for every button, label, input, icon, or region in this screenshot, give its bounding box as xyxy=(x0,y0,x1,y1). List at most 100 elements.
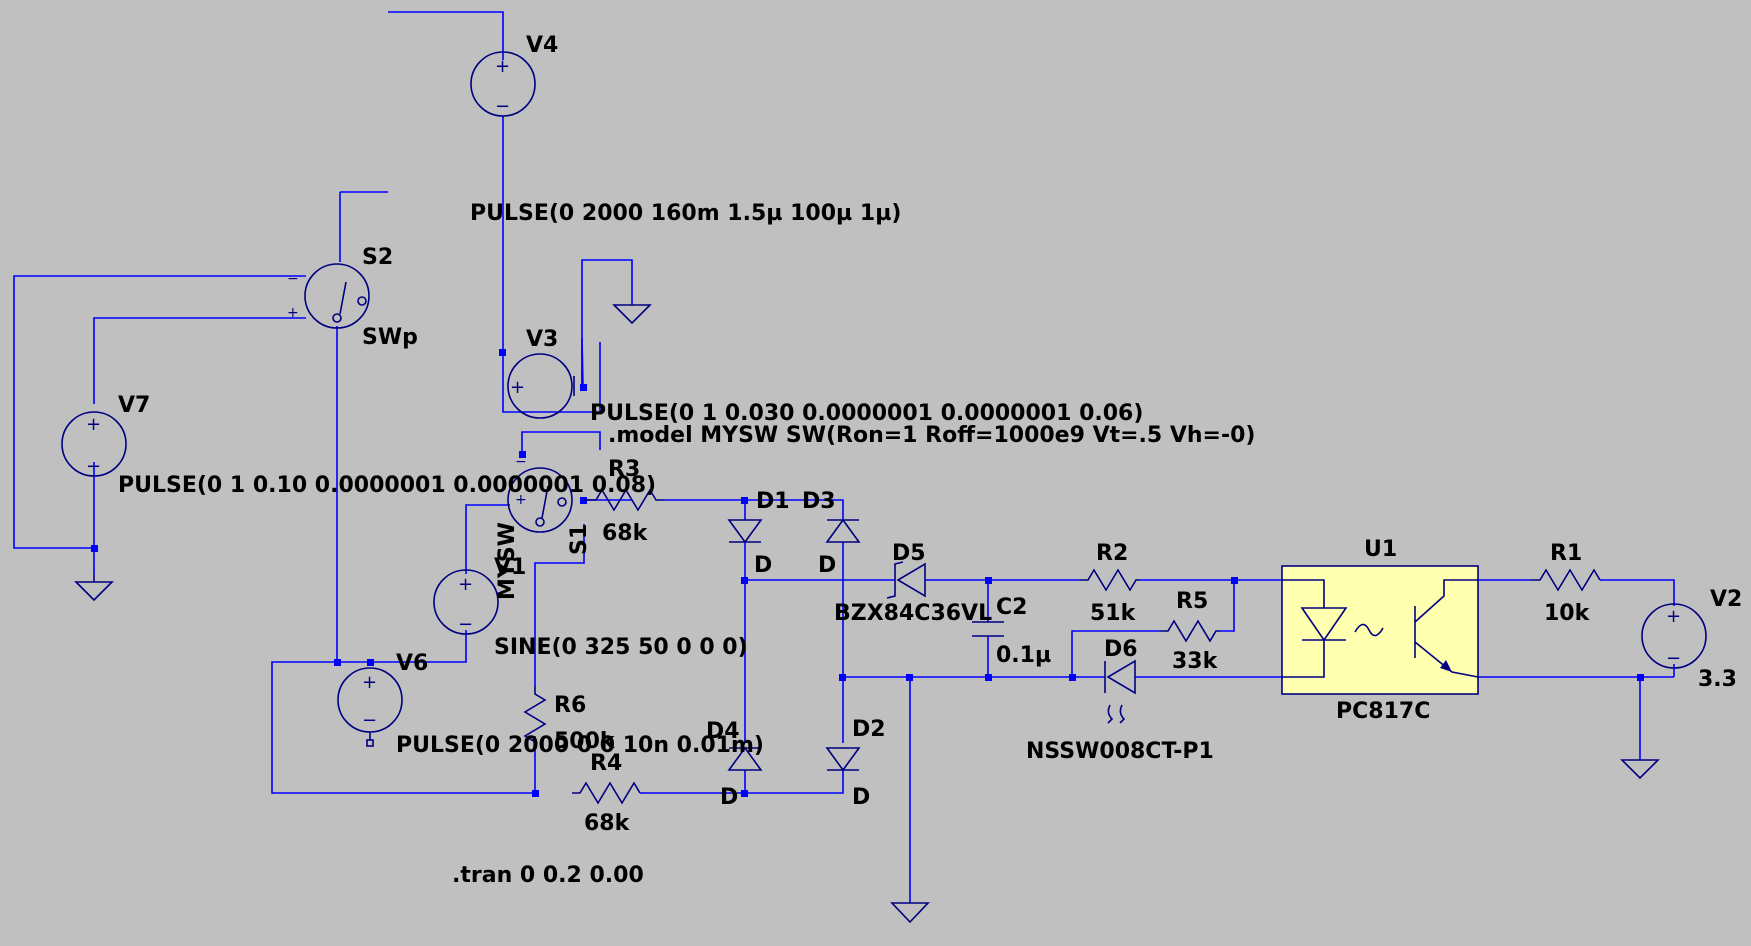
label-s1-ref: S1 xyxy=(567,524,592,555)
label-r3-value: 68k xyxy=(602,521,649,546)
optocoupler-u1[interactable] xyxy=(1281,565,1479,695)
light-emission-icon xyxy=(1107,704,1126,724)
voltage-source-v2[interactable]: + − xyxy=(1641,603,1707,669)
label-d1-value: D xyxy=(754,553,772,578)
resistor-r1[interactable] xyxy=(1530,568,1601,592)
plus-mark: + xyxy=(362,672,377,693)
wire xyxy=(521,431,601,454)
label-v3-value: PULSE(0 1 0.030 0.0000001 0.0000001 0.06… xyxy=(590,401,1143,426)
label-v6-value: PULSE(0 2000 0 0 10n 0.01m) xyxy=(396,733,764,758)
plus-mark: + xyxy=(510,377,525,398)
label-d6-ref: D6 xyxy=(1104,637,1138,662)
diode-d4[interactable] xyxy=(727,746,763,771)
wire xyxy=(465,504,510,574)
label-d2-value: D xyxy=(852,785,870,810)
minus-mark: − xyxy=(86,456,101,477)
plus-mark: + xyxy=(1666,606,1681,627)
label-r2-ref: R2 xyxy=(1096,541,1128,566)
plus-mark: + xyxy=(515,492,527,508)
label-c2-ref: C2 xyxy=(996,595,1027,620)
label-d4-value: D xyxy=(720,785,738,810)
zener-diode-d5[interactable] xyxy=(886,561,926,599)
label-r2-value: 51k xyxy=(1090,601,1137,626)
label-r6-value: 500k xyxy=(554,729,616,754)
label-r4-ref: R4 xyxy=(590,751,622,776)
wire xyxy=(744,770,844,794)
diode-d3[interactable] xyxy=(825,518,861,543)
label-r5-value: 33k xyxy=(1172,649,1219,674)
voltage-source-v4[interactable]: + − xyxy=(470,51,536,117)
wires xyxy=(13,11,1675,903)
label-v6-ref: V6 xyxy=(396,651,428,676)
wire xyxy=(1600,579,1675,606)
plus-mark: + xyxy=(86,414,101,435)
wire xyxy=(534,524,585,686)
label-v4-value: PULSE(0 2000 160m 1.5µ 100µ 1µ) xyxy=(470,201,901,226)
label-v2-ref: V2 xyxy=(1710,587,1742,612)
wire xyxy=(1071,630,1160,677)
label-s2-value: SWp xyxy=(362,325,418,350)
wire xyxy=(664,499,746,520)
label-d2-ref: D2 xyxy=(852,717,886,742)
label-s1-value: MYSW xyxy=(495,522,520,600)
label-r3-ref: R3 xyxy=(608,457,640,482)
ground-symbol xyxy=(612,304,652,325)
label-s2-ref: S2 xyxy=(362,245,393,270)
label-d1-ref: D1 xyxy=(756,489,790,514)
label-r5-ref: R5 xyxy=(1176,589,1208,614)
resistor-r3[interactable] xyxy=(584,488,664,512)
led-d6[interactable] xyxy=(1104,659,1136,724)
label-v2-value: 3.3 xyxy=(1698,667,1737,692)
wire xyxy=(502,342,601,413)
label-v7-ref: V7 xyxy=(118,393,150,418)
ground-symbol xyxy=(1620,759,1660,780)
label-d4-ref: D4 xyxy=(706,719,740,744)
label-r6-ref: R6 xyxy=(554,693,586,718)
minus-mark: − xyxy=(362,710,377,731)
label-c2-value: 0.1µ xyxy=(996,643,1051,668)
label-v3-ref: V3 xyxy=(526,327,558,352)
switch-s2[interactable]: − + xyxy=(287,263,370,329)
label-v1-ref: V1 xyxy=(494,555,526,580)
wire xyxy=(388,11,504,60)
minus-mark: − xyxy=(495,96,510,117)
wire xyxy=(93,317,306,404)
label-v1-value: SINE(0 325 50 0 0 0) xyxy=(494,635,748,660)
voltage-source-v1[interactable]: + − xyxy=(433,569,499,635)
plus-mark: + xyxy=(458,574,473,595)
wire xyxy=(1220,580,1235,632)
label-r1-ref: R1 xyxy=(1550,541,1582,566)
resistor-r5[interactable] xyxy=(1160,619,1220,643)
label-d5-value: BZX84C36VL xyxy=(834,601,992,626)
wire xyxy=(271,630,535,794)
capacitor-c2[interactable] xyxy=(972,621,1004,637)
wire xyxy=(13,275,306,549)
label-u1-ref: U1 xyxy=(1364,537,1397,562)
minus-mark: − xyxy=(458,614,473,635)
label-u1-value: PC817C xyxy=(1336,699,1430,724)
diode-d1[interactable] xyxy=(727,519,763,544)
plus-mark: + xyxy=(495,56,510,77)
model-directive: .model MYSW SW(Ron=1 Roff=1000e9 Vt=.5 V… xyxy=(608,423,1256,448)
voltage-source-v3[interactable]: + xyxy=(507,353,575,419)
voltage-source-v7[interactable]: + − xyxy=(61,411,127,477)
wire xyxy=(581,259,633,388)
diode-d2[interactable] xyxy=(825,747,861,772)
resistor-r6[interactable] xyxy=(523,686,547,750)
switch-s1[interactable]: − + xyxy=(507,454,573,533)
label-v4-ref: V4 xyxy=(526,33,558,58)
label-d3-value: D xyxy=(818,553,836,578)
plus-mark: + xyxy=(287,305,299,321)
tran-directive: .tran 0 0.2 0.00 xyxy=(452,863,644,888)
wire xyxy=(745,499,844,520)
minus-mark: − xyxy=(515,454,527,470)
junction-dots xyxy=(91,349,1644,797)
voltage-source-v6[interactable]: + − xyxy=(337,667,403,747)
opto-coupling-icon xyxy=(1354,623,1384,637)
resistor-r4[interactable] xyxy=(572,781,641,805)
label-r1-value: 10k xyxy=(1544,601,1591,626)
resistor-r2[interactable] xyxy=(1080,568,1140,592)
ground-symbol xyxy=(890,902,930,924)
minus-mark: − xyxy=(287,271,299,287)
